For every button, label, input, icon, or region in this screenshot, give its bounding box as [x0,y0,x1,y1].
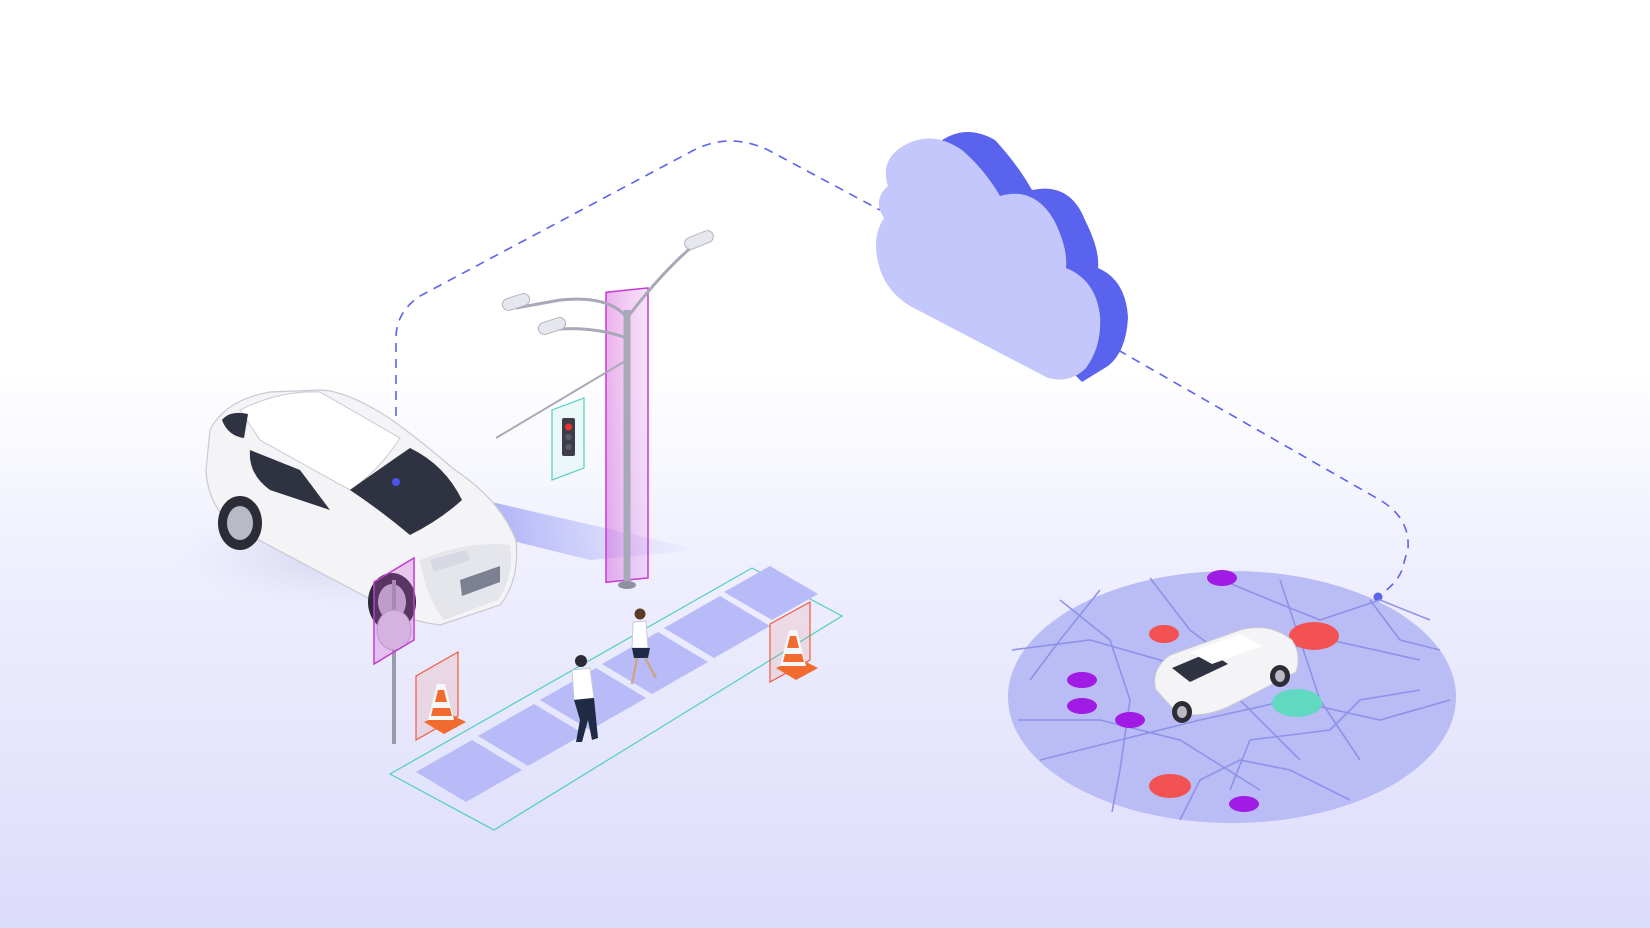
map-disc [1008,570,1456,823]
traffic-light-icon [551,397,585,481]
map-roads [1011,574,1451,821]
poi-purple [1067,672,1097,688]
pedestrian-icon [571,655,598,742]
car-to-cloud-link [395,140,881,432]
traffic-cone-icon [769,600,818,684]
crosswalk-stripe [724,566,818,620]
car-windshield [350,448,462,535]
poi-red [1149,625,1179,643]
crosswalk-stripe [602,632,708,694]
street-lamp-icon [495,230,714,589]
car-side-window [249,450,330,510]
crosswalk-detection-box [388,567,844,831]
cloud-icon [876,132,1128,382]
crosswalk-stripe [416,740,522,802]
sign-detection-box [373,556,415,666]
poi-purple [1207,570,1237,586]
car-rear-window [222,412,248,438]
poi-purple [1115,712,1145,728]
pedestrian-icon [630,608,658,685]
poi-purple [1229,796,1259,812]
car-grille [460,566,500,596]
poi-red [1289,622,1339,650]
traffic-cone-icon [415,650,466,742]
cloud-face [876,138,1101,380]
car-roof [239,391,401,491]
road-sign-icon [373,556,415,744]
crosswalk-stripe [664,596,770,658]
poi-red [1149,774,1191,798]
cloud-to-map-link [1117,349,1409,597]
poi-teal [1272,689,1322,717]
suv-car-icon [1154,627,1299,723]
car-sensor [392,478,400,486]
connection-line [395,140,1409,597]
poi-purple [1067,698,1097,714]
crosswalk-stripe [478,704,584,766]
car-headlight [430,550,470,572]
